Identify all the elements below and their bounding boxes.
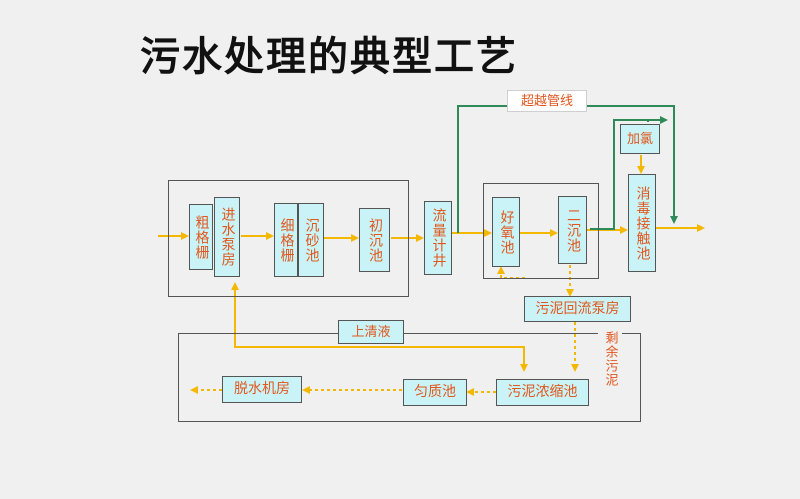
primary-clarifier: 初沉池 (359, 208, 390, 272)
chlorine-label: 加氯 (620, 124, 660, 154)
disinfection-contact-tank: 消毒接触池 (628, 174, 656, 272)
dewatering-house: 脱水机房 (222, 376, 302, 403)
grit-chamber: 沉砂池 (298, 203, 324, 277)
main-flow-line (158, 155, 705, 372)
aerobic-tank: 好氧池 (492, 197, 520, 267)
homogenizing-tank: 匀质池 (403, 379, 467, 406)
fine-screen: 细格栅 (274, 203, 298, 277)
sludge-thickener: 污泥浓缩池 (496, 379, 589, 406)
sludge-treatment-frame (178, 333, 641, 422)
secondary-clarifier: 二沉池 (558, 196, 587, 264)
flow-meter-well: 流量计井 (424, 201, 452, 275)
coarse-screen: 粗格栅 (189, 204, 213, 270)
pretreatment-frame (168, 180, 409, 297)
diagram-title: 污水处理的典型工艺 (140, 34, 518, 80)
inlet-pump-house: 进水泵房 (214, 197, 240, 277)
excess-sludge-label: 剩余污泥 (598, 330, 622, 388)
sludge-return-pump-house: 污泥回流泵房 (524, 296, 631, 322)
supernatant-label: 上清液 (338, 320, 404, 344)
biological-treatment-frame (483, 183, 599, 279)
bypass-label: 超越管线 (507, 90, 587, 112)
